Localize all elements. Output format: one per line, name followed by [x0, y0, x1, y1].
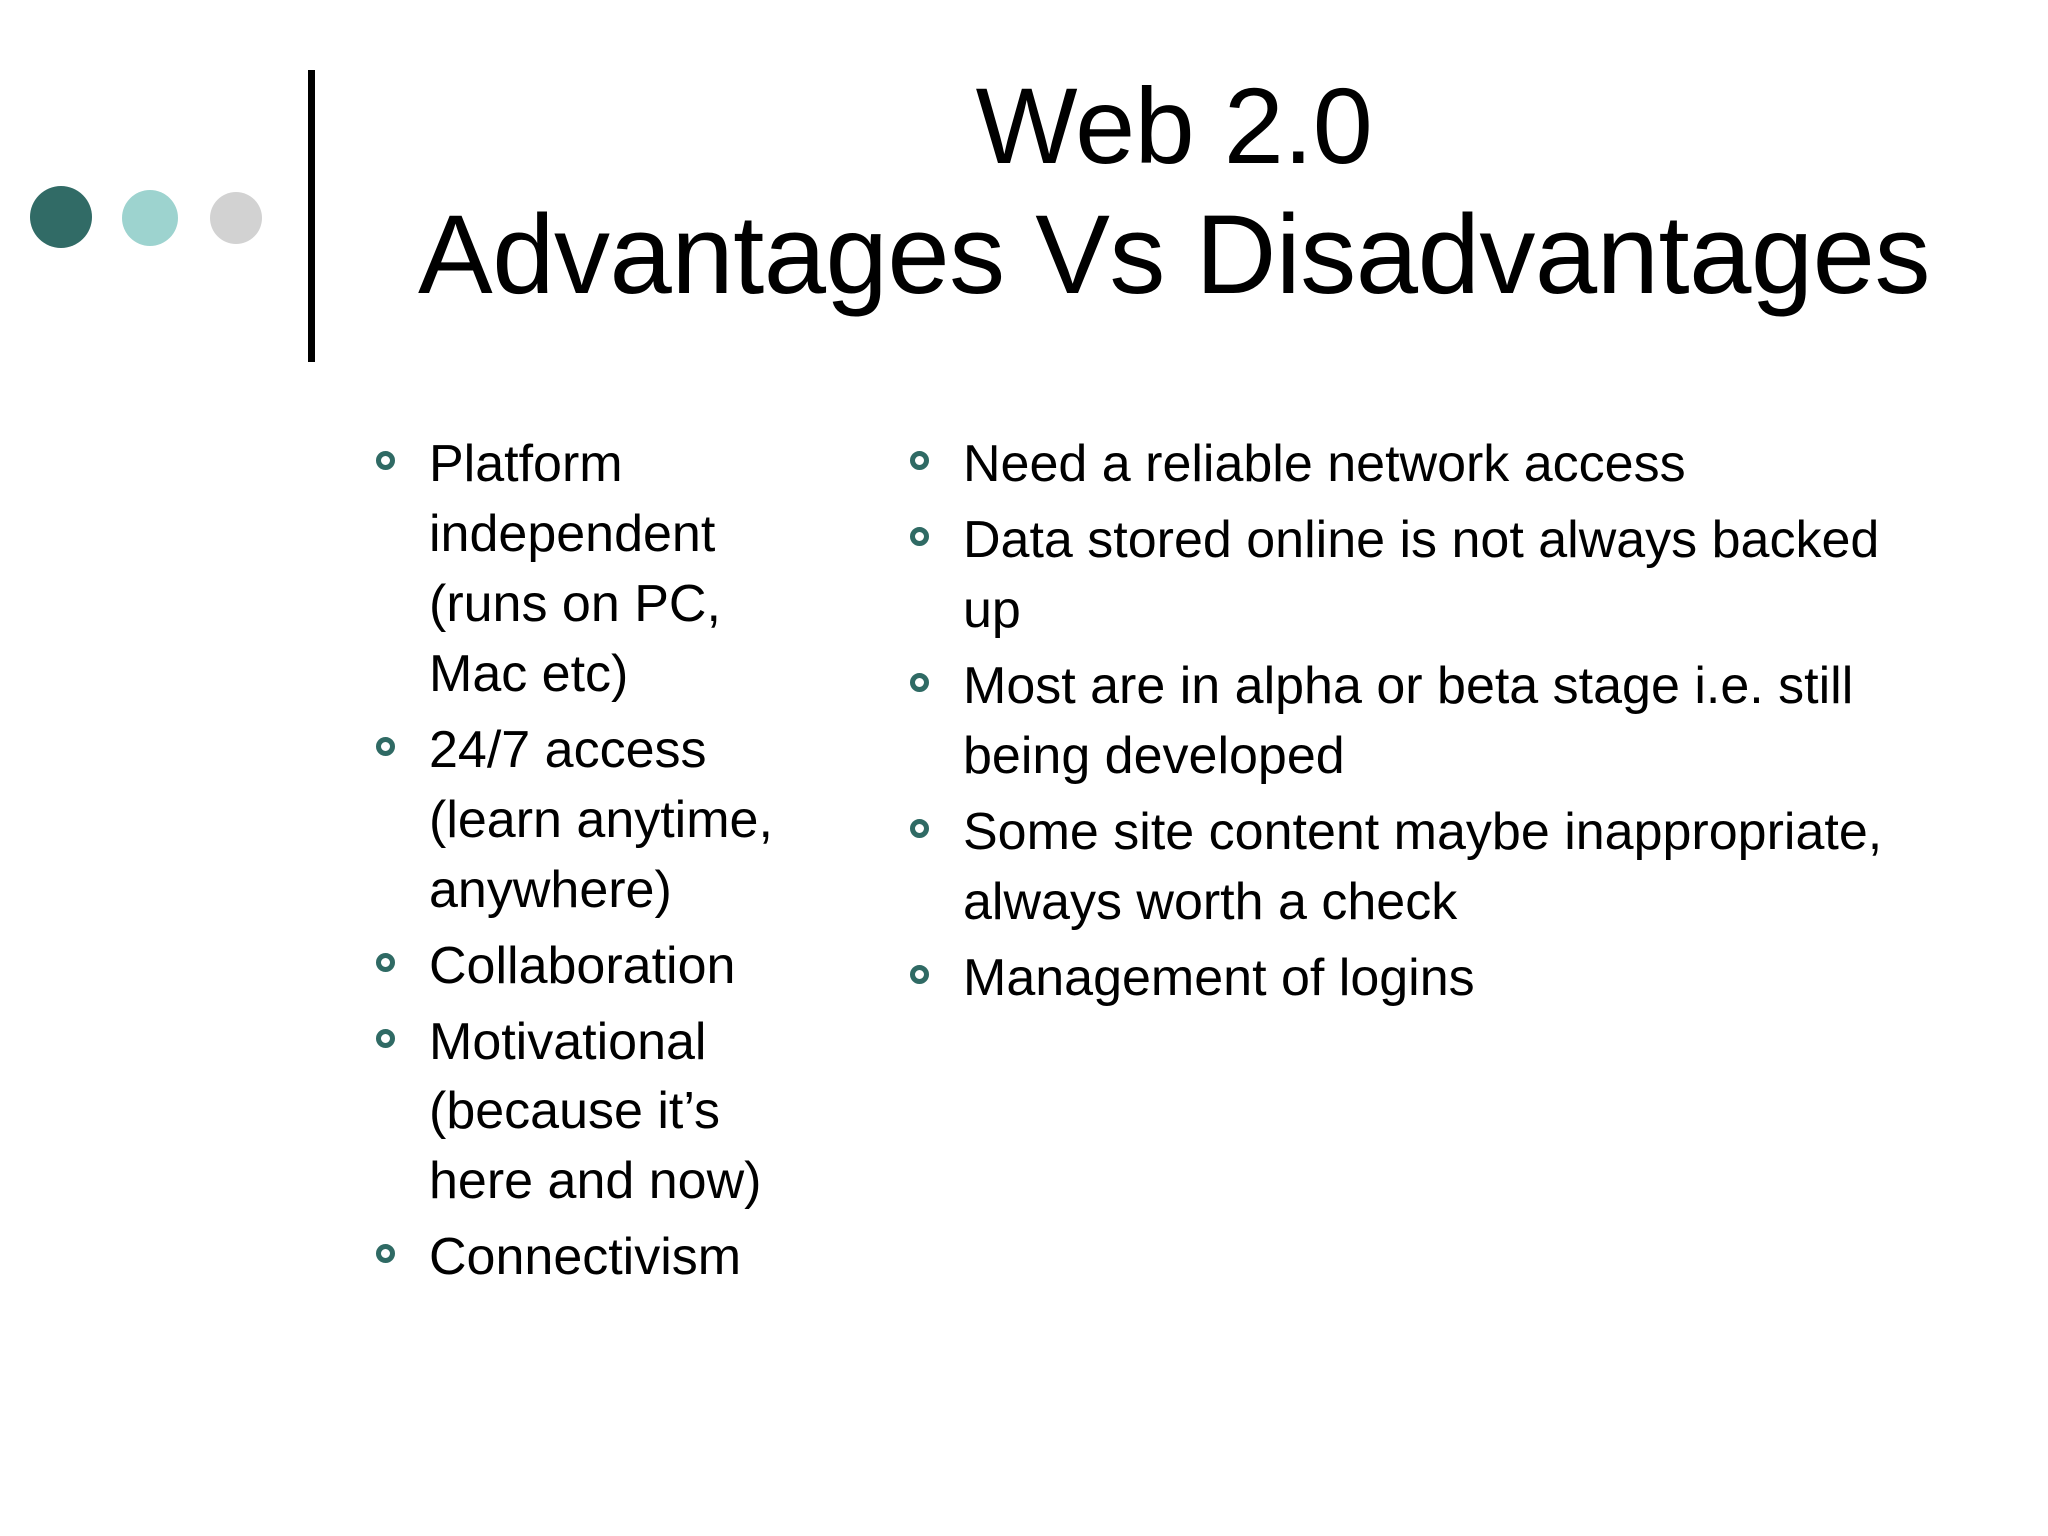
title-line-secondary: Advantages Vs Disadvantages	[418, 192, 1930, 318]
decorative-dot-light-teal	[122, 190, 178, 246]
list-item-label: Most are in alpha or beta stage i.e. sti…	[963, 656, 1854, 785]
list-item-label: Some site content maybe inappropriate, a…	[963, 802, 1883, 931]
list-item: Some site content maybe inappropriate, a…	[900, 798, 1890, 938]
circle-bullet-icon	[910, 964, 929, 984]
list-item-label: Need a reliable network access	[963, 435, 1686, 493]
advantages-bullet-list: Platform independent (runs on PC, Mac et…	[366, 430, 820, 1293]
list-item: Data stored online is not always backed …	[900, 506, 1890, 646]
circle-bullet-icon	[910, 672, 929, 692]
list-item: Collaboration	[366, 932, 820, 1002]
list-item-label: Collaboration	[429, 936, 736, 995]
title-line-primary: Web 2.0	[975, 65, 1373, 186]
list-item-label: Connectivism	[429, 1228, 742, 1287]
page-title: Web 2.0 Advantages Vs Disadvantages	[340, 62, 2008, 322]
disadvantages-bullet-list: Need a reliable network access Data stor…	[900, 430, 1890, 1014]
circle-bullet-icon	[910, 451, 929, 470]
list-item-label: Data stored online is not always backed …	[963, 510, 1880, 639]
advantages-column: Platform independent (runs on PC, Mac et…	[0, 430, 820, 1299]
list-item: Connectivism	[366, 1223, 820, 1293]
circle-bullet-icon	[376, 736, 395, 756]
disadvantages-column: Need a reliable network access Data stor…	[820, 430, 1890, 1020]
list-item: 24/7 access (learn anytime, anywhere)	[366, 716, 820, 926]
decorative-dot-gray	[210, 192, 262, 244]
list-item: Most are in alpha or beta stage i.e. sti…	[900, 652, 1890, 792]
circle-bullet-icon	[910, 526, 929, 546]
circle-bullet-icon	[376, 1028, 395, 1048]
circle-bullet-icon	[376, 451, 395, 470]
content-columns: Platform independent (runs on PC, Mac et…	[0, 430, 2048, 1299]
list-item-label: Motivational (because it’s here and now)	[429, 1012, 762, 1211]
header-ornament	[0, 0, 340, 362]
circle-bullet-icon	[910, 818, 929, 838]
list-item: Need a reliable network access	[900, 430, 1890, 500]
list-item-label: 24/7 access (learn anytime, anywhere)	[429, 720, 773, 919]
vertical-rule-divider	[308, 70, 315, 362]
circle-bullet-icon	[376, 1244, 395, 1264]
decorative-dot-dark-teal	[30, 186, 92, 248]
list-item: Motivational (because it’s here and now)	[366, 1008, 820, 1218]
list-item: Management of logins	[900, 944, 1890, 1014]
list-item-label: Management of logins	[963, 948, 1475, 1007]
list-item: Platform independent (runs on PC, Mac et…	[366, 430, 820, 710]
circle-bullet-icon	[376, 952, 395, 972]
list-item-label: Platform independent (runs on PC, Mac et…	[429, 435, 721, 703]
